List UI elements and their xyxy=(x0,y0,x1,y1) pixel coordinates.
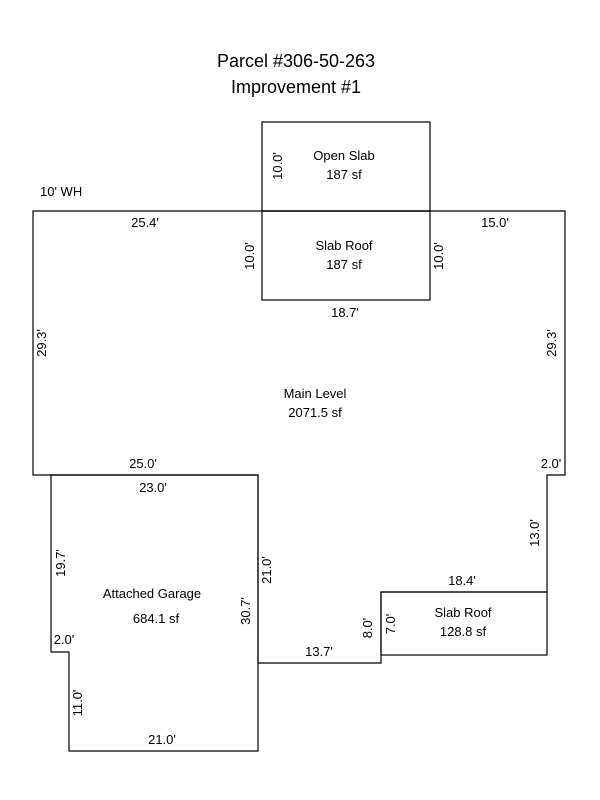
dim-slab2-outer-left: 8.0' xyxy=(360,618,375,639)
dim-bottom-connector: 13.7' xyxy=(305,644,333,659)
dim-slab2-top: 18.4' xyxy=(448,573,476,588)
slab-roof-top-name: Slab Roof xyxy=(315,238,372,253)
parcel-title: Parcel #306-50-263 xyxy=(217,51,375,71)
dim-main-bottom-left: 25.0' xyxy=(129,456,157,471)
garage-area: 684.1 sf xyxy=(133,611,180,626)
dim-slab-roof-bottom: 18.7' xyxy=(331,305,359,320)
slab-roof-bottom-outline xyxy=(380,591,548,656)
dim-main-right-lower: 13.0' xyxy=(527,519,542,547)
slab-roof-top-outline xyxy=(261,210,431,301)
main-level-area: 2071.5 sf xyxy=(288,405,342,420)
dim-slab-roof-right: 10.0' xyxy=(431,242,446,270)
dim-slab2-inner-left: 7.0' xyxy=(383,614,398,635)
dim-garage-left-upper: 19.7' xyxy=(53,549,68,577)
dim-open-slab-side: 10.0' xyxy=(270,152,285,180)
slab-roof-top-area: 187 sf xyxy=(326,257,362,272)
dim-garage-right: 30.7' xyxy=(238,597,253,625)
garage-outline xyxy=(50,474,259,752)
dim-garage-right-upper: 21.0' xyxy=(259,556,274,584)
dim-garage-step: 2.0' xyxy=(54,632,75,647)
wall-height-note: 10' WH xyxy=(40,184,82,199)
dim-slab-roof-left: 10.0' xyxy=(242,242,257,270)
dim-main-top-right: 15.0' xyxy=(481,215,509,230)
dim-main-top-left: 25.4' xyxy=(131,215,159,230)
slab-roof-bottom-area: 128.8 sf xyxy=(440,624,487,639)
dim-main-right: 29.3' xyxy=(544,329,559,357)
garage-name: Attached Garage xyxy=(103,586,201,601)
improvement-title: Improvement #1 xyxy=(231,77,361,97)
dim-main-right-step: 2.0' xyxy=(541,456,562,471)
open-slab-name: Open Slab xyxy=(313,148,374,163)
dim-garage-top: 23.0' xyxy=(139,480,167,495)
dim-garage-left-lower: 11.0' xyxy=(70,690,85,717)
open-slab-area: 187 sf xyxy=(326,167,362,182)
main-level-name: Main Level xyxy=(284,386,347,401)
dim-garage-bottom: 21.0' xyxy=(148,732,176,747)
slab-roof-bottom-name: Slab Roof xyxy=(434,605,491,620)
dim-main-left: 29.3' xyxy=(34,329,49,357)
